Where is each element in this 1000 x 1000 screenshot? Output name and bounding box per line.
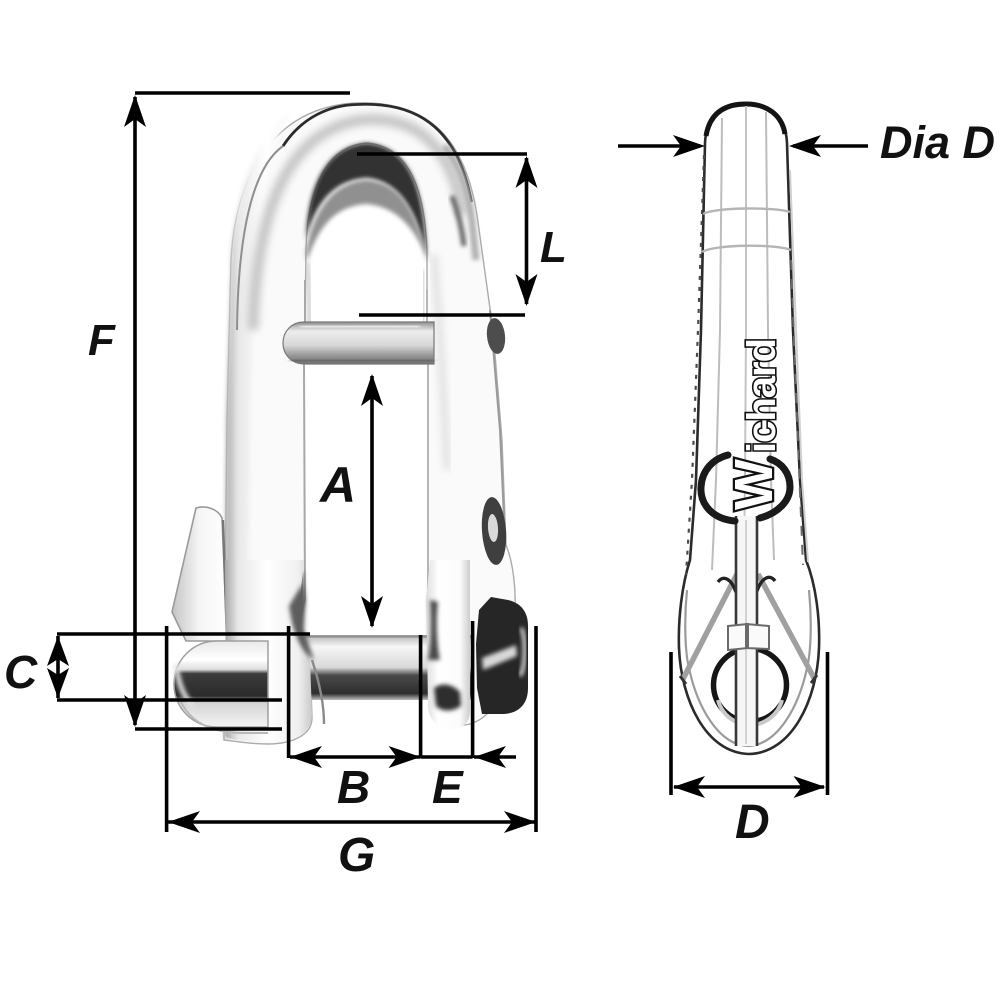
svg-text:A: A [318, 457, 356, 513]
svg-text:F: F [88, 316, 116, 365]
svg-text:ichard: ichard [740, 339, 784, 453]
svg-text:D: D [735, 796, 770, 849]
svg-text:Dia D: Dia D [880, 117, 995, 168]
svg-text:C: C [4, 646, 38, 698]
svg-text:B: B [337, 761, 370, 813]
svg-text:W: W [724, 459, 784, 510]
svg-text:L: L [540, 223, 567, 272]
svg-text:G: G [338, 829, 375, 882]
svg-text:E: E [432, 761, 464, 813]
